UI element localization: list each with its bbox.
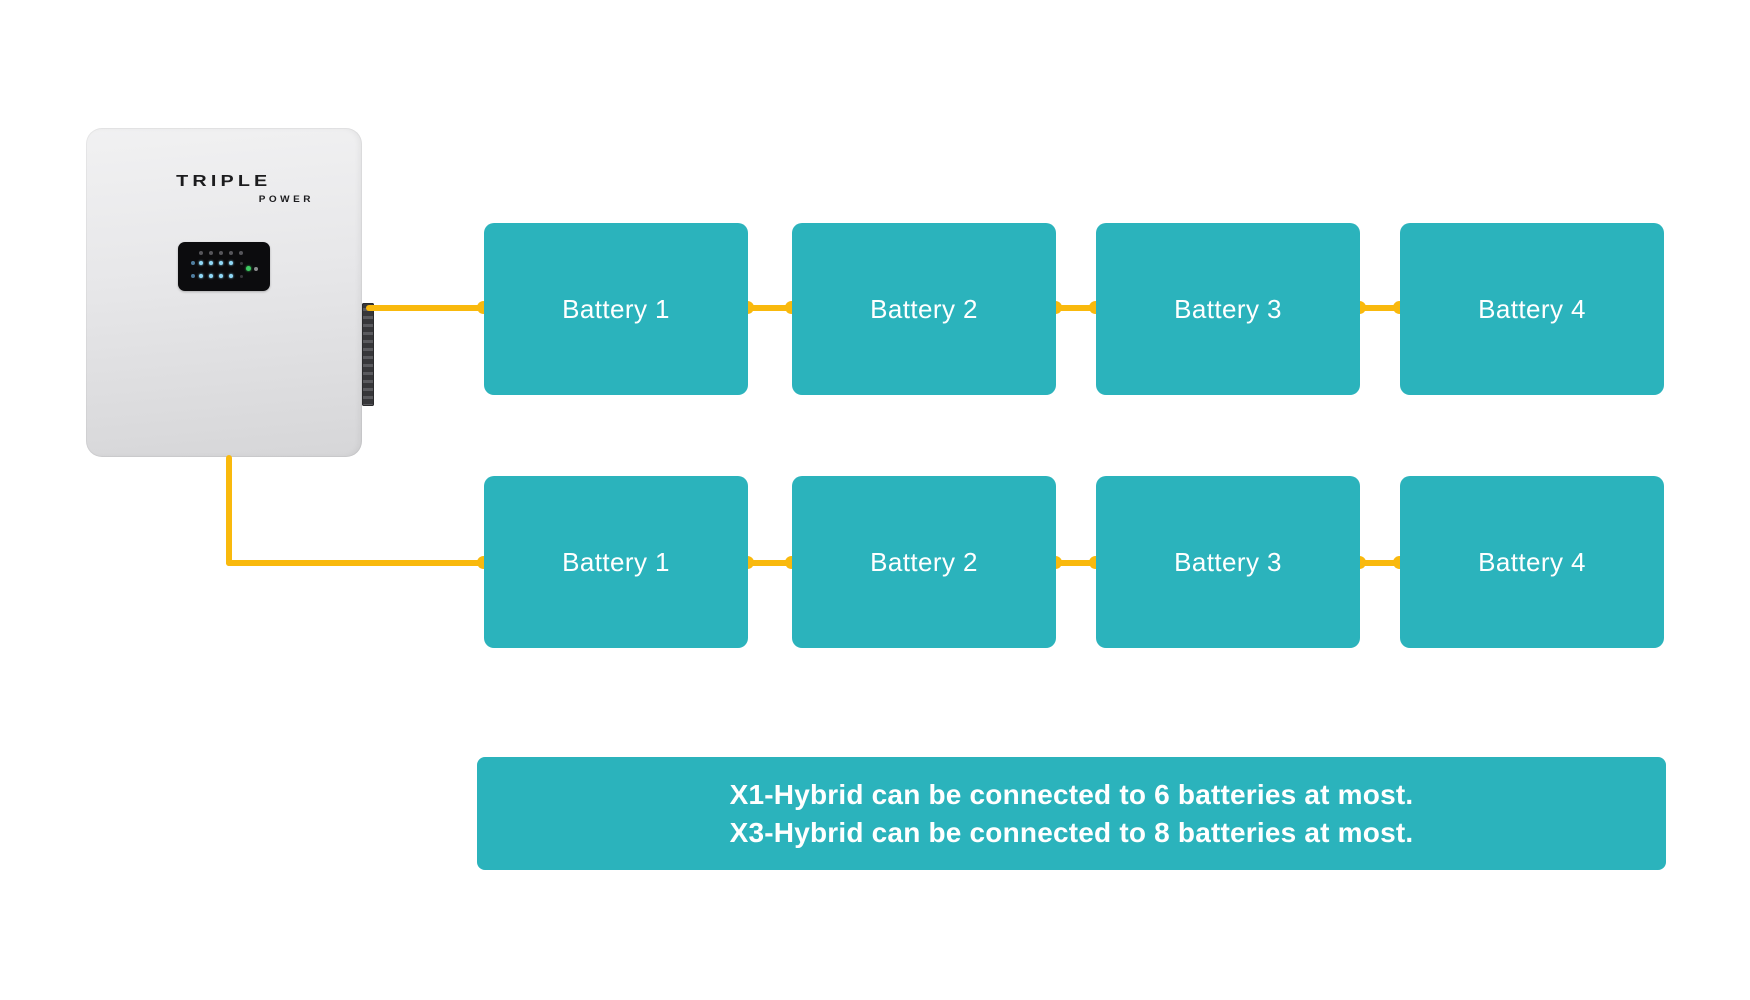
panel-icon xyxy=(229,251,233,255)
power-led xyxy=(246,266,251,271)
battery-box: Battery 4 xyxy=(1400,476,1664,648)
cable-inverter-down xyxy=(226,455,232,566)
display-panel xyxy=(178,242,270,291)
led-indicator xyxy=(191,274,195,278)
battery-box: Battery 3 xyxy=(1096,476,1360,648)
panel-icon xyxy=(219,251,223,255)
note-line-2: X3-Hybrid can be connected to 8 batterie… xyxy=(729,816,1414,848)
panel-icon xyxy=(239,251,243,255)
battery-box: Battery 4 xyxy=(1400,223,1664,395)
cable-battery2-battery3-string1 xyxy=(1052,305,1100,311)
cable-battery1-battery2-string1 xyxy=(744,305,796,311)
led-indicator xyxy=(229,274,233,278)
led-indicator xyxy=(229,261,233,265)
battery-box: Battery 3 xyxy=(1096,223,1360,395)
led-indicator xyxy=(199,261,203,265)
led-indicator xyxy=(219,261,223,265)
inverter-unit: TRIPLE POWER xyxy=(86,128,374,457)
triple-power-logo: TRIPLE POWER xyxy=(86,171,362,205)
battery-box: Battery 2 xyxy=(792,223,1056,395)
led-indicator xyxy=(240,275,243,278)
led-indicator xyxy=(240,262,243,265)
panel-icon xyxy=(199,251,203,255)
status-led xyxy=(254,267,258,271)
logo-triple-text: TRIPLE xyxy=(176,172,272,191)
panel-icon xyxy=(209,251,213,255)
cable-battery2-battery3-string2 xyxy=(1052,560,1100,566)
cable-inverter-to-string2 xyxy=(226,560,484,566)
note-banner: X1-Hybrid can be connected to 6 batterie… xyxy=(477,757,1666,870)
led-indicator xyxy=(191,261,195,265)
note-line-1: X1-Hybrid can be connected to 6 batterie… xyxy=(729,778,1414,810)
cable-battery3-battery4-string1 xyxy=(1356,305,1404,311)
led-indicator xyxy=(209,274,213,278)
battery-port-connector xyxy=(362,303,374,406)
battery-box: Battery 1 xyxy=(484,476,748,648)
cable-battery1-battery2-string2 xyxy=(744,560,796,566)
cable-battery3-battery4-string2 xyxy=(1356,560,1404,566)
battery-box: Battery 1 xyxy=(484,223,748,395)
led-indicator xyxy=(199,274,203,278)
cable-inverter-to-string1 xyxy=(366,305,486,311)
led-indicator xyxy=(219,274,223,278)
logo-power-text: POWER xyxy=(258,194,314,205)
battery-box: Battery 2 xyxy=(792,476,1056,648)
led-indicator xyxy=(209,261,213,265)
